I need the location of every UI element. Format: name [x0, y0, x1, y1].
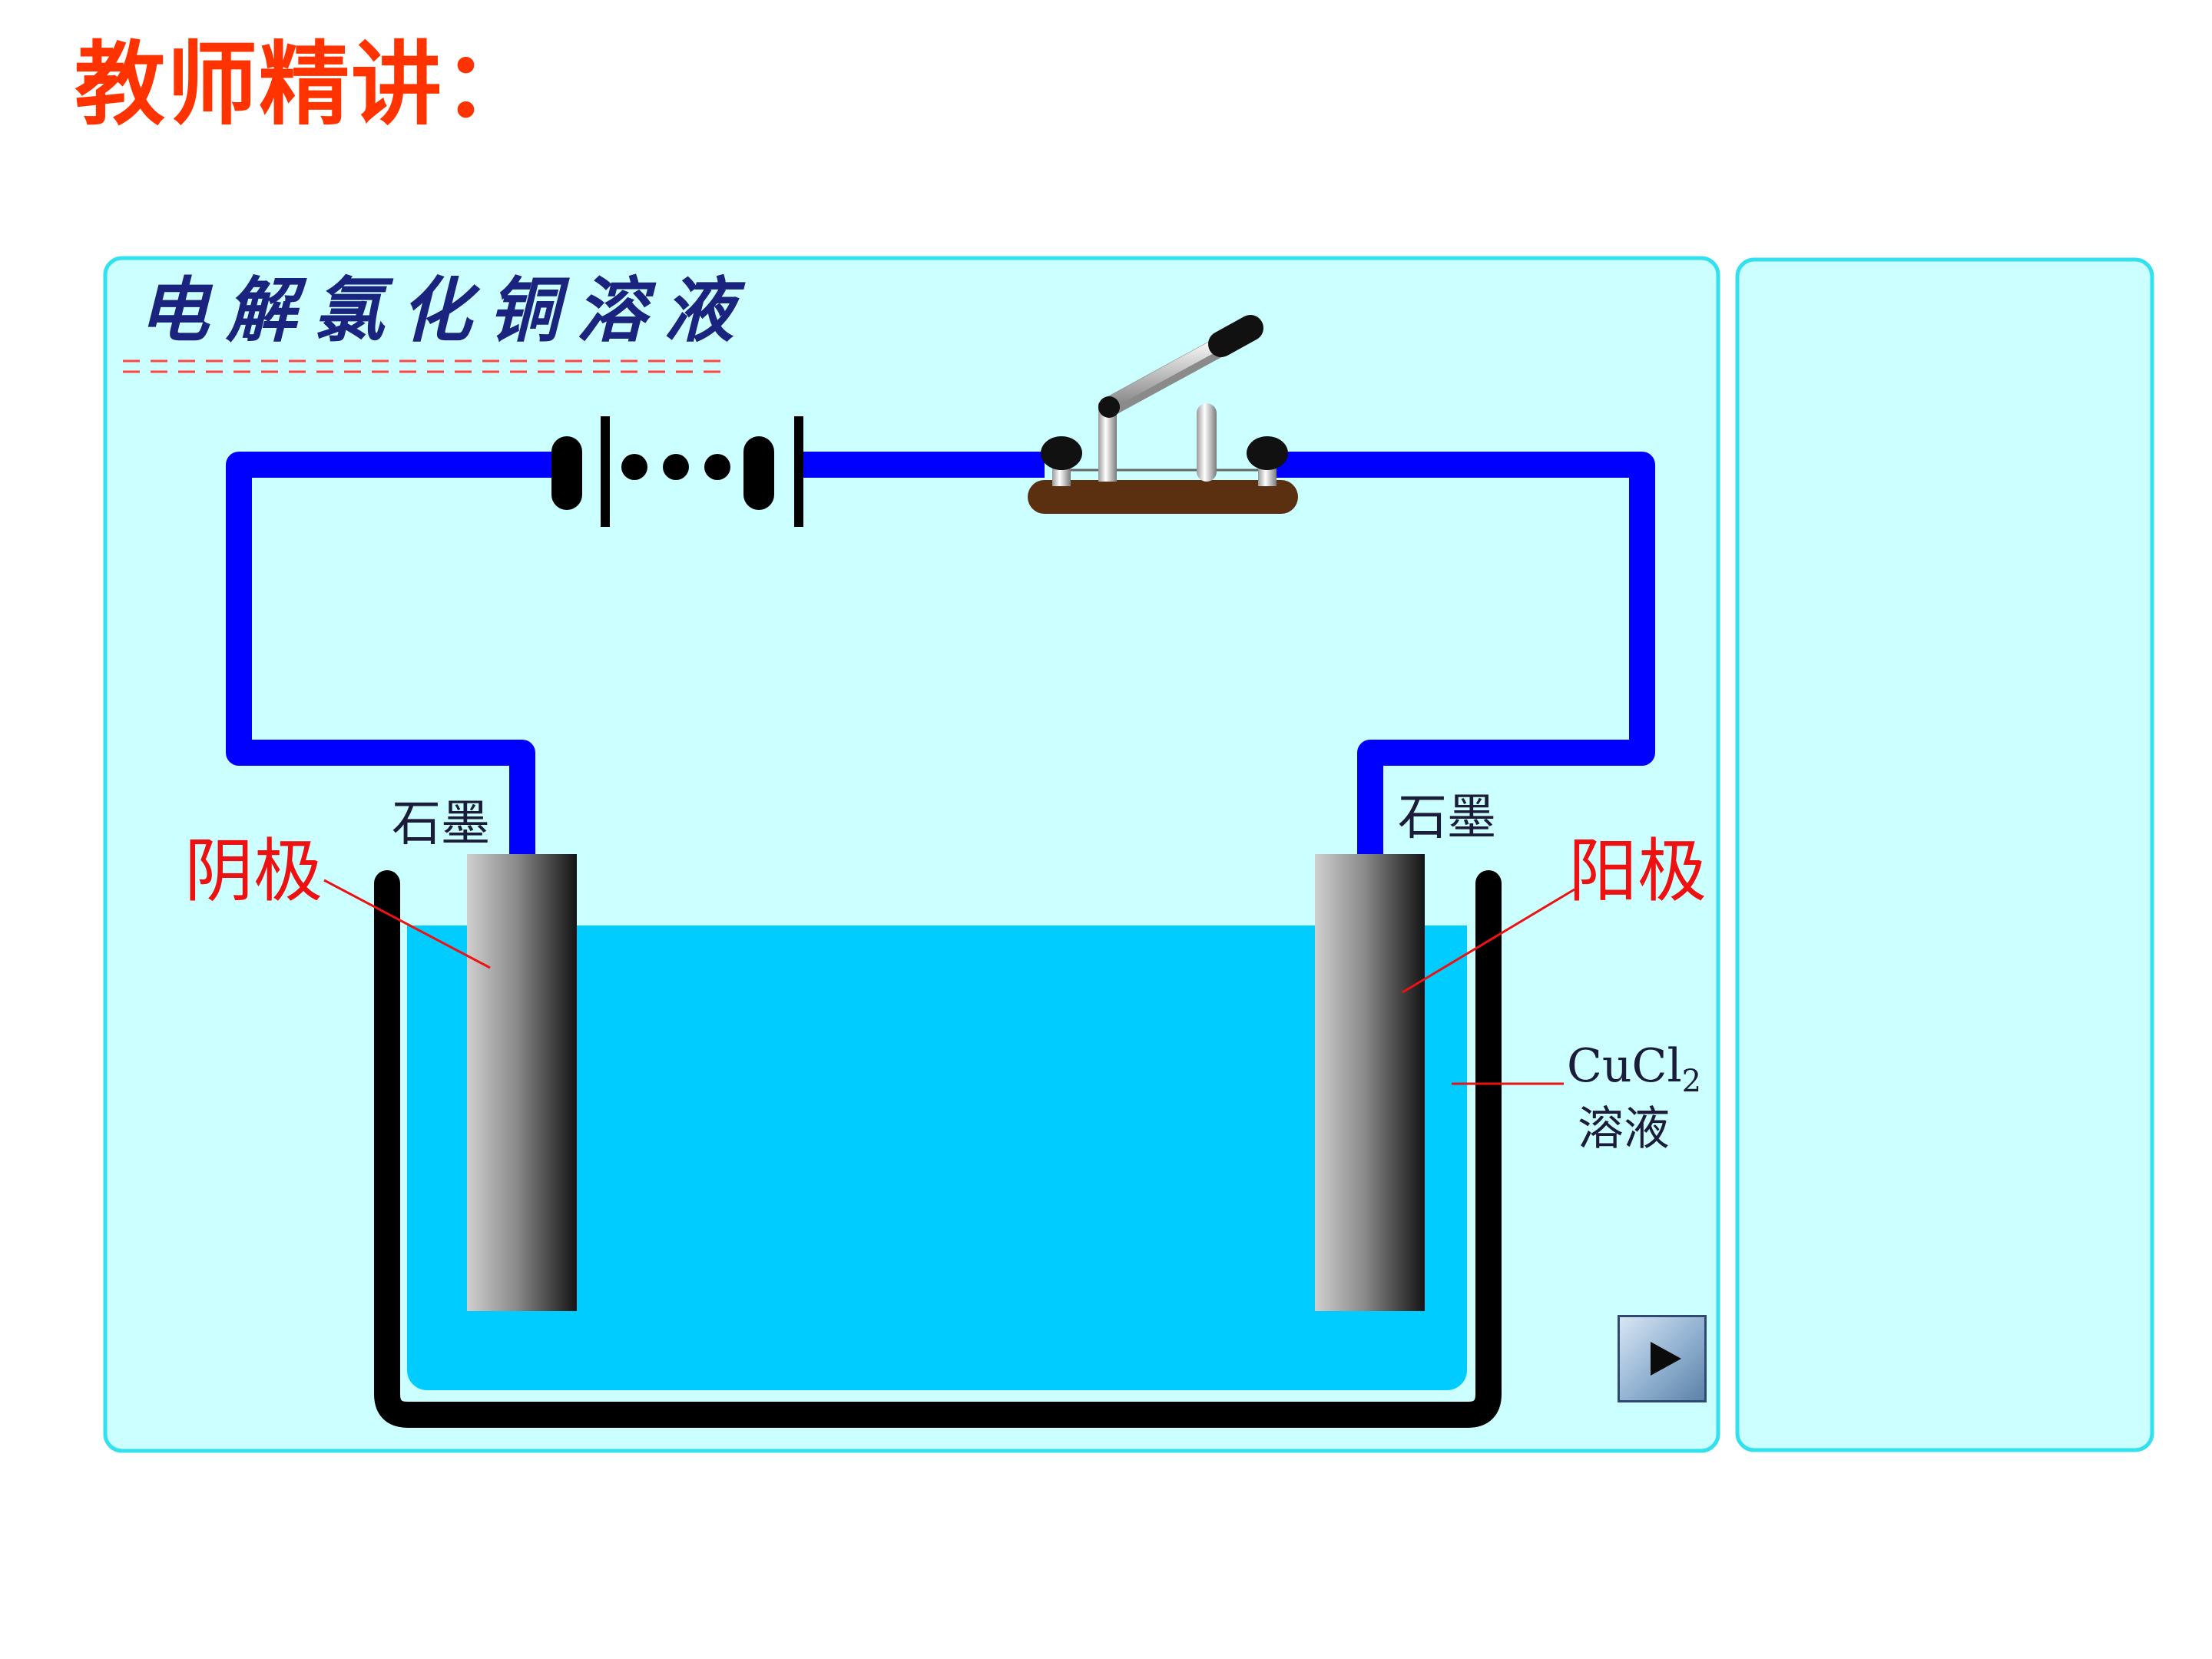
- diagram-title: 电解氯化铜溶液: [138, 269, 752, 352]
- wire-left: [226, 452, 561, 854]
- anode-label: 阳极: [1568, 831, 1707, 912]
- battery: [551, 416, 803, 527]
- cathode-electrode: [467, 854, 577, 1311]
- solution-formula-subscript: 2: [1681, 1064, 1702, 1099]
- graphite-label-right: 石墨: [1398, 790, 1496, 846]
- solution-formula: CuCl2: [1567, 1043, 1701, 1097]
- wire-right: [1271, 452, 1655, 854]
- page-title: 教师精讲：: [75, 31, 536, 137]
- beaker: [374, 870, 1502, 1428]
- solution: [407, 926, 1467, 1390]
- play-triangle-icon: [1651, 1342, 1681, 1376]
- cathode-pointer-line: [323, 879, 491, 969]
- solution-word: 溶液: [1578, 1102, 1670, 1156]
- anode-electrode: [1315, 854, 1425, 1311]
- anode-pointer-line: [1402, 888, 1575, 994]
- side-panel: [1735, 257, 2154, 1452]
- graphite-label-left: 石墨: [392, 796, 490, 853]
- knife-switch: [1028, 315, 1298, 514]
- cathode-label: 阴极: [184, 831, 323, 912]
- solution-formula-main: CuCl: [1567, 1039, 1682, 1093]
- play-button[interactable]: [1618, 1315, 1707, 1402]
